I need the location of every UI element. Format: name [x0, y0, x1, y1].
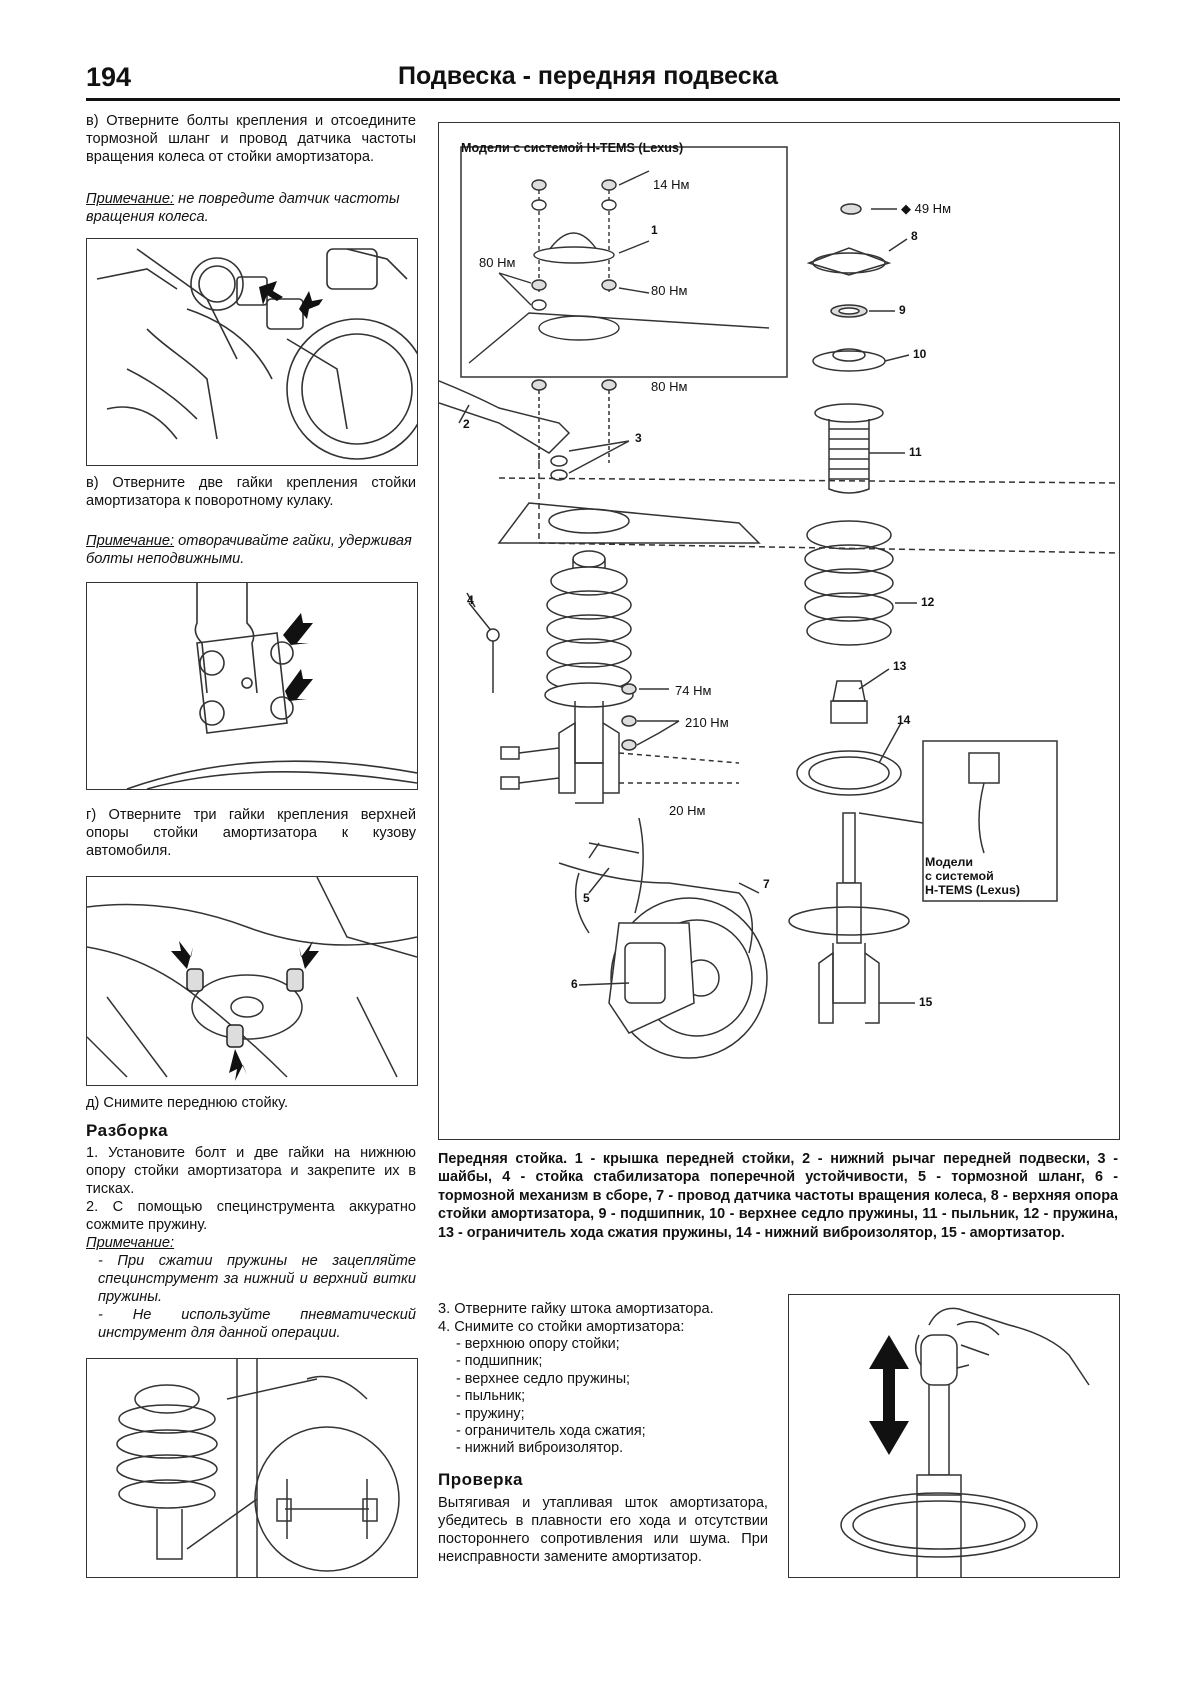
step-d: д) Снимите переднюю стойку. [86, 1095, 289, 1111]
note-3-line-1: - При сжатии пружины не зацепляйте специ… [98, 1253, 416, 1305]
item-3: 3. Отверните гайку штока амортизатора. [438, 1301, 714, 1317]
label-6: 6 [571, 977, 578, 991]
label-14: 14 [897, 713, 911, 727]
torque-49: ◆ 49 Нм [901, 201, 952, 216]
header-rule [86, 98, 1120, 101]
label-9: 9 [899, 303, 906, 317]
upper-mount-illustration [86, 876, 418, 1081]
torque-80-a: 80 Нм [479, 255, 516, 270]
list-item: - ограничитель хода сжатия; [456, 1423, 646, 1440]
label-4: 4 [467, 593, 474, 607]
note-1: Примечание: не повредите датчик частоты … [86, 190, 416, 226]
figure-brake-hose [86, 238, 428, 466]
section-inspection: Проверка [438, 1470, 524, 1489]
step-v2: в) Отверните две гайки крепления стойки … [86, 475, 416, 509]
figure-strut-knuckle [86, 582, 418, 790]
parts-list: - верхнюю опору стойки; - подшипник; - в… [438, 1336, 768, 1458]
note-3: Примечание: - При сжатии пружины не заце… [86, 1234, 416, 1342]
torque-74: 74 Нм [675, 683, 712, 698]
inspection-text: Вытягивая и утапливая шток амортизатора,… [438, 1495, 768, 1565]
step-g: г) Отверните три гайки крепления верхней… [86, 807, 416, 859]
inset-2-line-1: Модели [925, 855, 973, 869]
inset-2-line-2: с системой [925, 869, 994, 883]
inset-2-line-3: H-TEMS (Lexus) [925, 883, 1020, 897]
list-item: - пыльник; [456, 1388, 526, 1405]
label-13: 13 [893, 659, 907, 673]
list-item: - пружину; [456, 1405, 525, 1422]
torque-20: 20 Нм [669, 803, 706, 818]
figure-front-strut-exploded: Модели с системой H-TEMS (Lexus) 14 Нм 8… [438, 122, 1120, 1140]
strut-knuckle-illustration [126, 583, 418, 790]
page-title: Подвеска - передняя подвеска [398, 62, 779, 90]
torque-80-c: 80 Нм [651, 379, 688, 394]
item-4: 4. Снимите со стойки амортизатора: [438, 1319, 685, 1335]
label-8: 8 [911, 229, 918, 243]
note-3-label: Примечание: [86, 1235, 175, 1251]
inset-title: Модели с системой H-TEMS (Lexus) [461, 141, 684, 155]
item-2: 2. С помощью специнструмента аккуратно с… [86, 1199, 416, 1233]
torque-210: 210 Нм [685, 715, 729, 730]
shock-check-illustration [840, 1307, 1090, 1577]
section-disassembly: Разборка [86, 1121, 169, 1140]
figure-shock-check [788, 1294, 1120, 1578]
torque-80-b: 80 Нм [651, 283, 688, 298]
label-15: 15 [919, 995, 933, 1009]
torque-14: 14 Нм [653, 177, 690, 192]
label-5: 5 [583, 891, 590, 905]
label-1: 1 [651, 223, 658, 237]
label-3: 3 [635, 431, 642, 445]
label-10: 10 [913, 347, 927, 361]
note-1-text: не повредите датчик частоты вращения кол… [86, 191, 400, 225]
list-item: - верхнюю опору стойки; [456, 1336, 620, 1352]
label-2: 2 [463, 417, 470, 431]
label-12: 12 [921, 595, 935, 609]
list-item: - нижний виброизолятор. [456, 1440, 624, 1457]
list-item: - верхнее седло пружины; [456, 1370, 631, 1387]
inset-2-caption: Модели с системой H-TEMS (Lexus) [925, 855, 1020, 897]
note-1-label: Примечание: [86, 191, 175, 207]
note-2-label: Примечание: [86, 533, 175, 549]
note-2-text: отворачивайте гайки, удерживая болты неп… [86, 533, 412, 567]
label-7: 7 [763, 877, 770, 891]
list-item: - подшипник; [456, 1353, 543, 1370]
note-3-line-2: - Не используйте пневматический инструме… [98, 1307, 416, 1341]
page-number: 194 [86, 62, 132, 92]
figure-caption: Передняя стойка. 1 - крышка передней сто… [438, 1151, 1118, 1241]
note-2: Примечание: отворачивайте гайки, удержив… [86, 532, 416, 568]
brake-hose-illustration [96, 248, 428, 460]
figure-upper-mount [86, 876, 418, 1086]
item-1: 1. Установите болт и две гайки на нижнюю… [86, 1145, 416, 1197]
step-v1: в) Отверните болты крепления и отсоедини… [86, 113, 416, 165]
spring-compressor-illustration [116, 1359, 400, 1577]
up-down-arrow-icon [869, 1335, 909, 1455]
front-strut-exploded-diagram [438, 146, 1120, 1059]
label-11: 11 [909, 445, 922, 459]
figure-spring-compressor [86, 1358, 418, 1578]
